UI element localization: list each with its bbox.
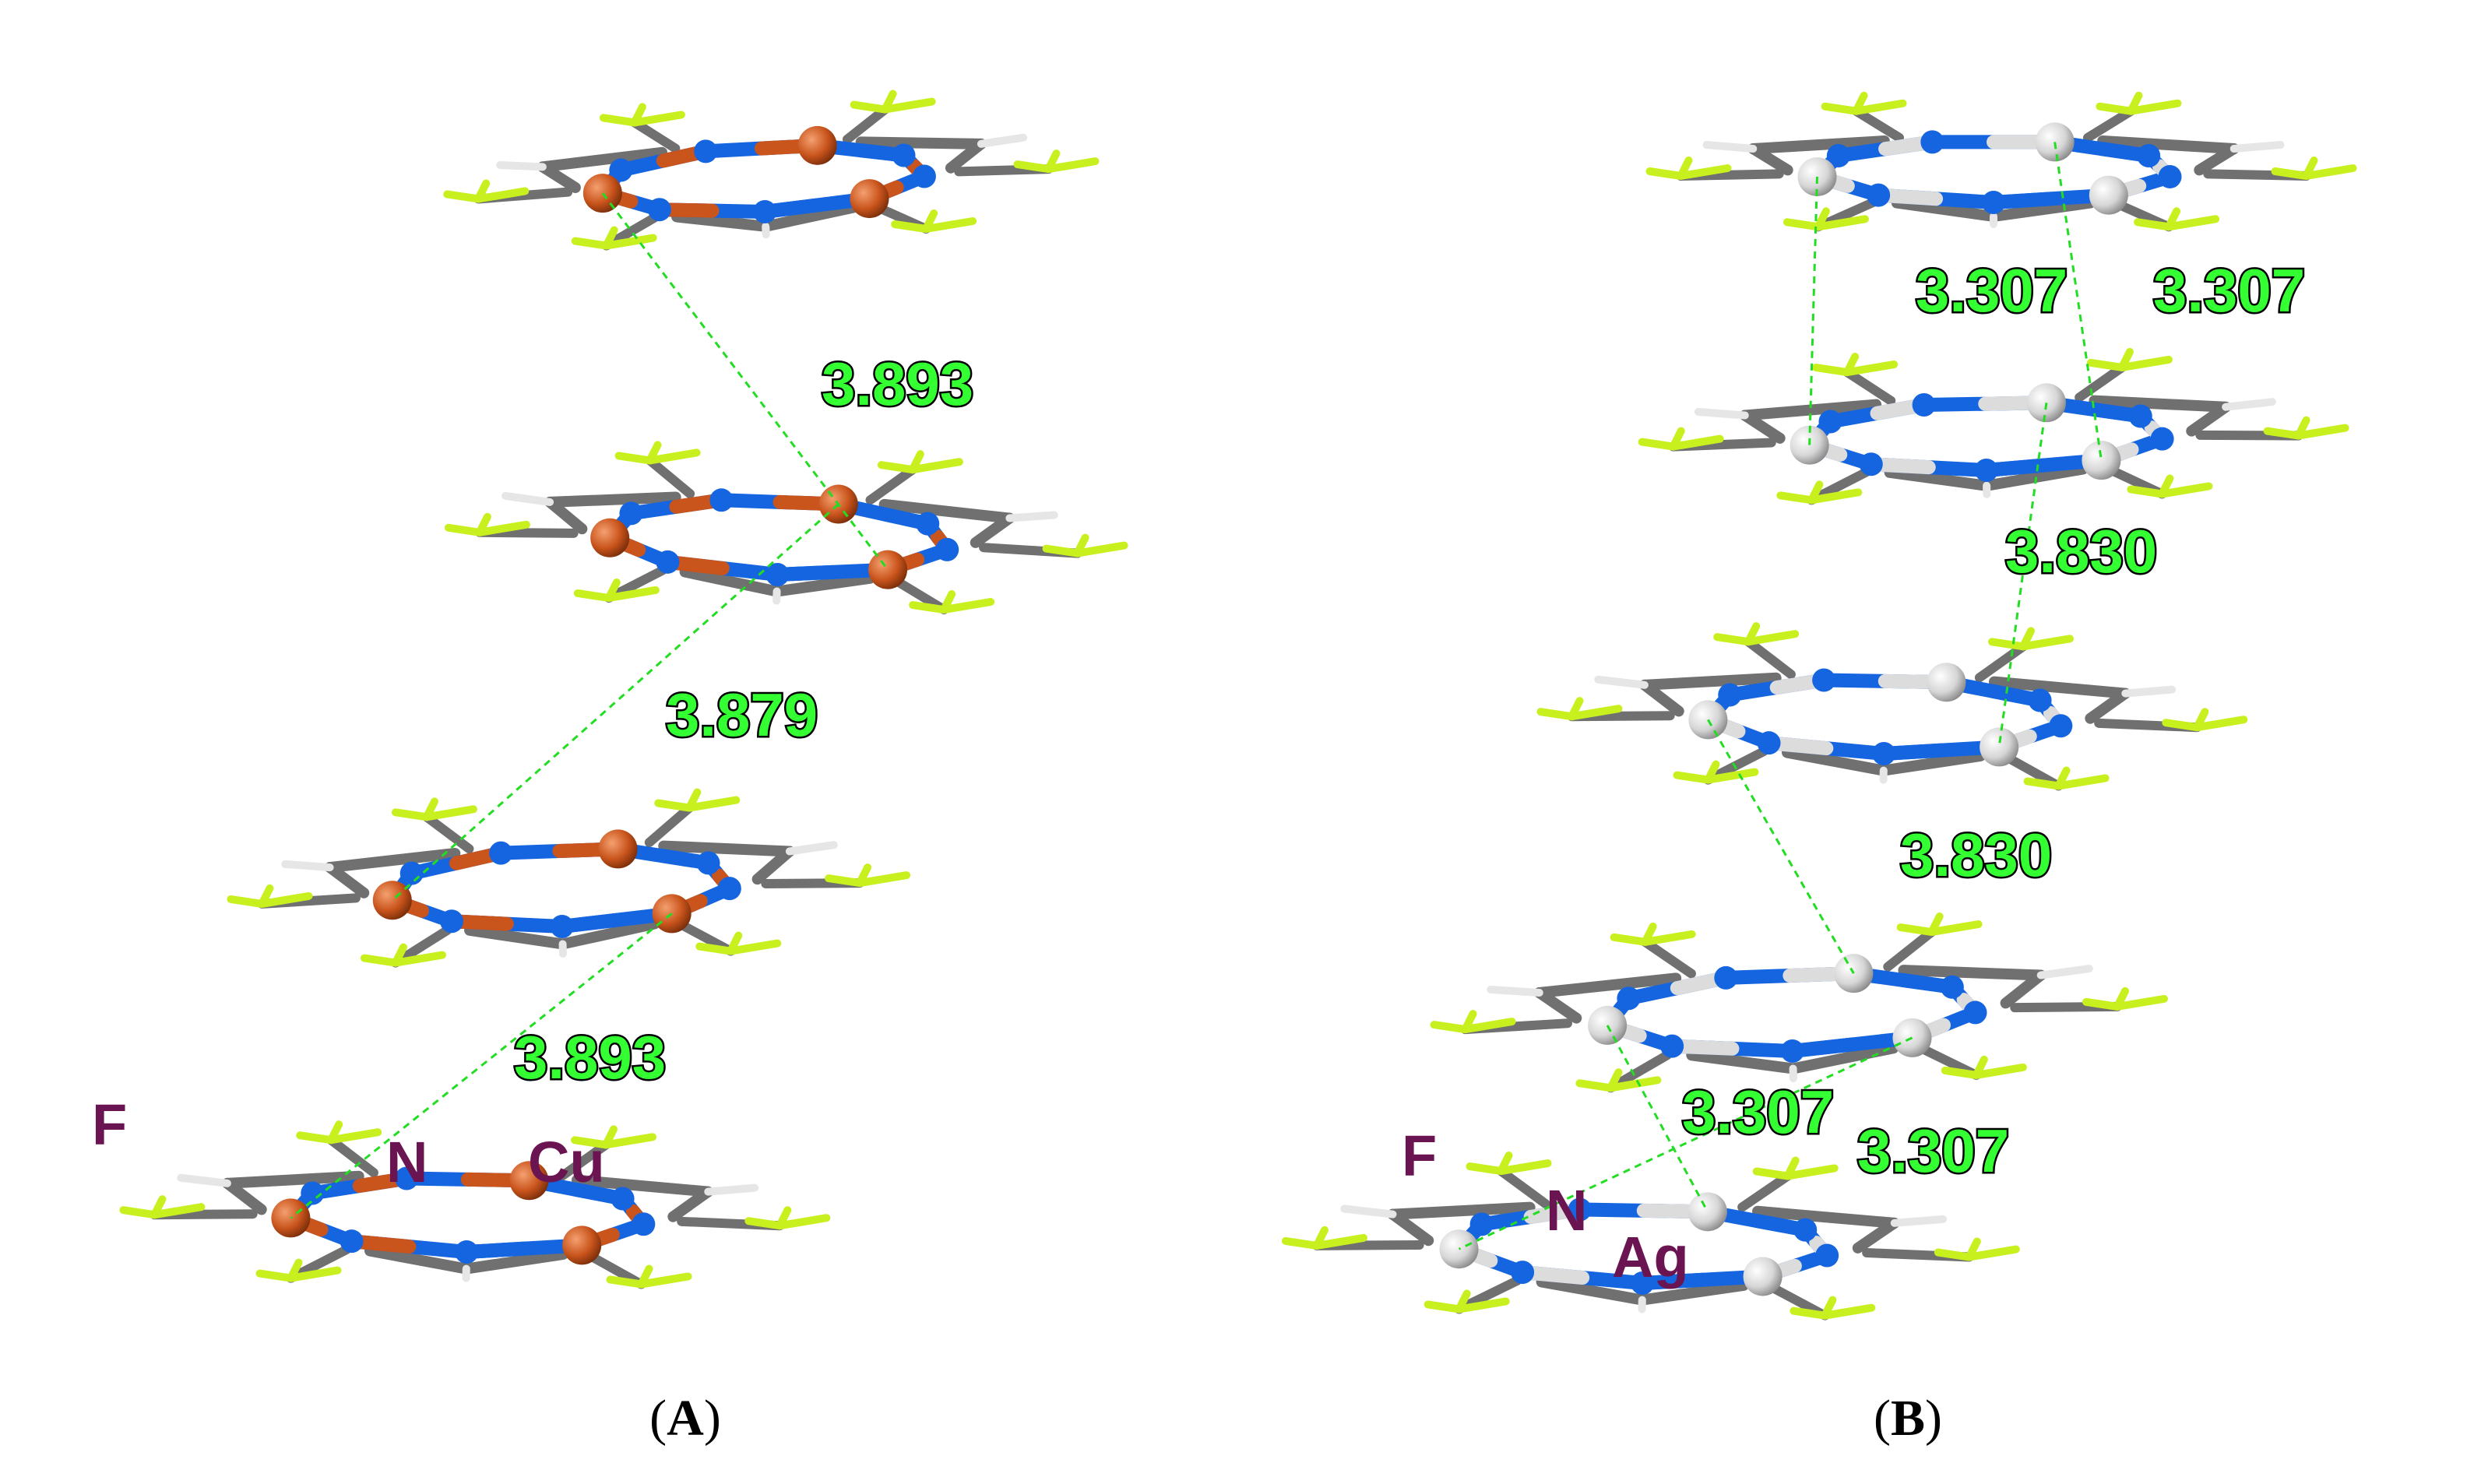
contact-line bbox=[601, 192, 889, 571]
distance-label-b2: 3.307 bbox=[2153, 256, 2305, 325]
element-label-cu: Cu bbox=[528, 1130, 605, 1194]
molecule-b1 bbox=[1645, 91, 2357, 232]
molecule-a1 bbox=[443, 90, 1100, 251]
element-label-n-a: N bbox=[386, 1130, 428, 1194]
contact-line bbox=[2053, 142, 2103, 461]
element-label-f-b: F bbox=[1402, 1124, 1437, 1188]
distance-label-a2: 3.879 bbox=[666, 680, 818, 749]
distance-label-a1: 3.893 bbox=[822, 350, 973, 418]
contact-line bbox=[290, 913, 673, 1219]
distance-label-b5: 3.307 bbox=[1682, 1078, 1834, 1146]
metal-atom bbox=[868, 550, 908, 589]
distance-label-b1: 3.307 bbox=[1916, 256, 2068, 325]
molecule-b3 bbox=[1536, 622, 2248, 791]
molecule-layer bbox=[119, 90, 2357, 1320]
metal-atom bbox=[372, 881, 412, 920]
distance-label-b3: 3.830 bbox=[2005, 517, 2157, 586]
distance-label-a3: 3.893 bbox=[514, 1023, 666, 1092]
metal-atom bbox=[1743, 1257, 1783, 1296]
metal-atom bbox=[1687, 1192, 1727, 1232]
metal-atom bbox=[2082, 441, 2121, 480]
element-label-f-a: F bbox=[92, 1092, 127, 1157]
metal-atom bbox=[562, 1226, 602, 1265]
molecule-a3 bbox=[227, 788, 911, 968]
distance-label-b6: 3.307 bbox=[1857, 1117, 2009, 1185]
contact-line bbox=[1997, 403, 2048, 747]
molecule-b2 bbox=[1638, 347, 2349, 505]
metal-atom bbox=[797, 125, 837, 165]
element-label-ag: Ag bbox=[1612, 1225, 1689, 1289]
metal-atom bbox=[1927, 663, 1966, 702]
molecule-a4 bbox=[119, 1120, 831, 1289]
metal-atom bbox=[850, 179, 889, 219]
contact-line bbox=[1458, 1036, 1913, 1250]
molecule-a2 bbox=[444, 441, 1128, 615]
metal-atom bbox=[1980, 727, 2019, 767]
molecule-b5 bbox=[1281, 1152, 2020, 1320]
panel-label-b: (B) bbox=[1874, 1390, 1942, 1447]
metal-atom bbox=[2089, 175, 2128, 215]
panel-label-a: (A) bbox=[649, 1390, 721, 1447]
contact-line bbox=[1606, 1025, 1709, 1213]
metal-atom bbox=[509, 1161, 549, 1201]
metal-atom bbox=[590, 518, 630, 557]
distance-label-b4: 3.830 bbox=[1900, 821, 2052, 889]
contact-layer bbox=[290, 142, 2103, 1250]
element-label-n-b: N bbox=[1546, 1178, 1587, 1243]
metal-atom bbox=[598, 829, 638, 869]
molecule-b4 bbox=[1430, 913, 2168, 1093]
